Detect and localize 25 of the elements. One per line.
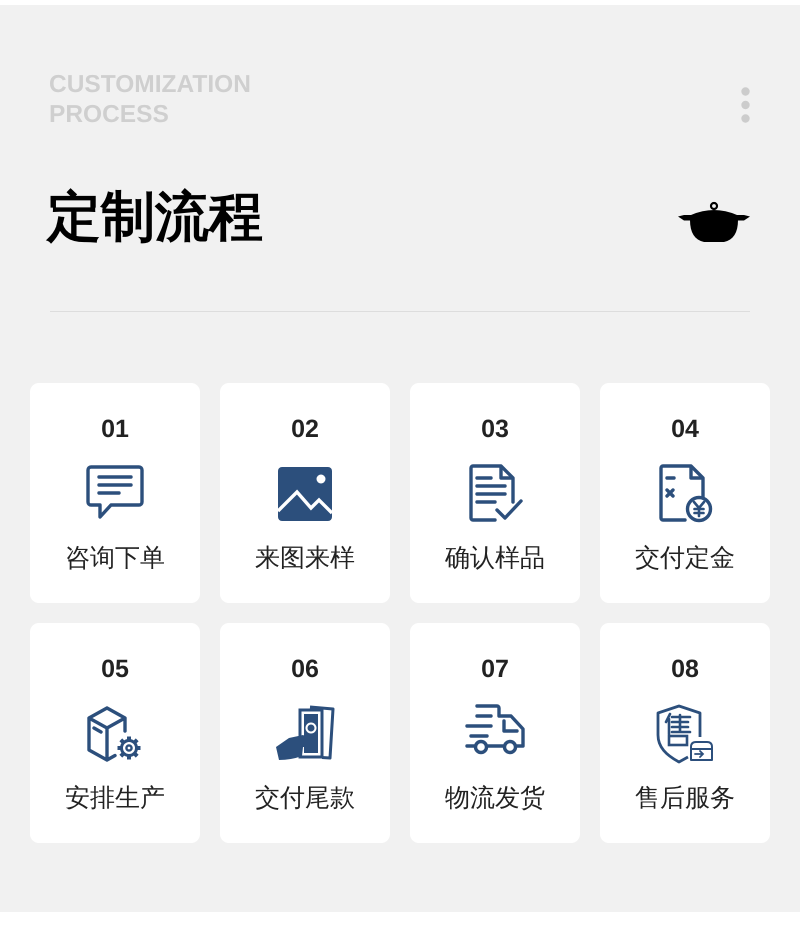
step-card: [30, 623, 200, 843]
step-label: 确认样品: [444, 543, 546, 574]
step-card: [600, 623, 770, 843]
step-label: 安排生产: [64, 783, 166, 814]
step-card: [410, 383, 580, 603]
title-text: 定制流程: [47, 186, 263, 248]
step-number: 03: [480, 414, 510, 444]
step-card: [220, 383, 390, 603]
step-label: 交付定金: [634, 543, 736, 574]
step-number: 02: [290, 414, 320, 444]
step-card: [410, 623, 580, 843]
step-card: [220, 623, 390, 843]
step-number: 08: [670, 654, 700, 684]
step-label: 交付尾款: [254, 783, 356, 814]
step-card: [30, 383, 200, 603]
step-number: 07: [480, 654, 510, 684]
step-number: 01: [100, 414, 130, 444]
step-label: 售后服务: [634, 783, 736, 814]
step-number: 05: [100, 654, 130, 684]
step-label: 物流发货: [444, 783, 546, 814]
step-label: 咨询下单: [64, 543, 166, 574]
step-number: 06: [290, 654, 320, 684]
step-card: [600, 383, 770, 603]
step-number: 04: [670, 414, 700, 444]
step-label: 来图来样: [254, 543, 356, 574]
